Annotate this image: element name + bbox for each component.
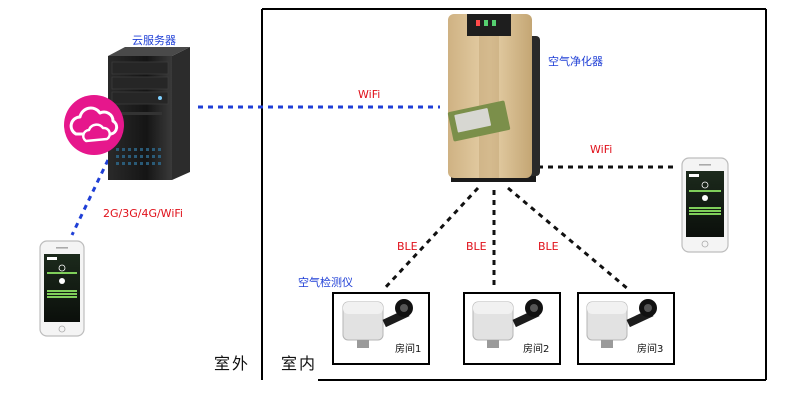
wifi-phone-label: WiFi [590, 143, 613, 156]
air-monitor-room-2 [463, 292, 561, 365]
outdoor-label: 室外 [214, 354, 251, 373]
link-server-phone [70, 159, 110, 236]
air-monitor-room-1 [332, 292, 430, 365]
cloud-server-icon [108, 47, 190, 180]
air-monitor-label: 空气检测仪 [298, 276, 353, 289]
phone-right-icon [681, 157, 729, 253]
air-purifier-label: 空气净化器 [548, 55, 603, 68]
wifi-server-label: WiFi [358, 88, 381, 101]
room-label-2: 房间2 [523, 344, 550, 355]
cloud-server-label: 云服务器 [132, 34, 176, 47]
ble-label-2: BLE [466, 240, 487, 253]
air-purifier-icon [447, 14, 540, 182]
indoor-boundary [261, 8, 767, 381]
room-label-3: 房间3 [637, 344, 664, 355]
cellular-label: 2G/3G/4G/WiFi [103, 207, 183, 220]
link-purifier-monitor-3 [507, 186, 629, 291]
indoor-label: 室内 [281, 354, 318, 373]
link-purifier-monitor-1 [382, 186, 480, 291]
phone-left-icon [39, 240, 85, 337]
ble-label-1: BLE [397, 240, 418, 253]
cloud-badge-icon [64, 95, 124, 155]
air-monitor-room-3 [577, 292, 675, 365]
ble-label-3: BLE [538, 240, 559, 253]
room-label-1: 房间1 [395, 344, 422, 355]
